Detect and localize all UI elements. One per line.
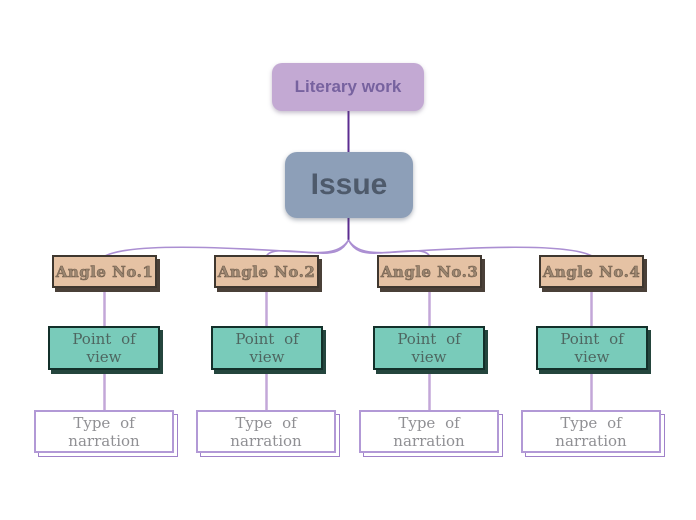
node-type-of-narration-4[interactable]: Type of narration — [521, 410, 661, 453]
node-type-of-narration-3[interactable]: Type of narration — [359, 410, 499, 453]
node-angle-4[interactable]: Angle No.4 — [539, 255, 644, 288]
node-point-of-view-2[interactable]: Point of view — [211, 326, 323, 370]
node-point-of-view-3[interactable]: Point of view — [373, 326, 485, 370]
node-type-of-narration-1[interactable]: Type of narration — [34, 410, 174, 453]
node-type-of-narration-2[interactable]: Type of narration — [196, 410, 336, 453]
node-angle-1[interactable]: Angle No.1 — [52, 255, 157, 288]
node-angle-3[interactable]: Angle No.3 — [377, 255, 482, 288]
node-angle-2[interactable]: Angle No.2 — [214, 255, 319, 288]
node-point-of-view-4[interactable]: Point of view — [536, 326, 648, 370]
node-literary-work[interactable]: Literary work — [272, 63, 424, 111]
node-issue[interactable]: Issue — [285, 152, 413, 218]
node-point-of-view-1[interactable]: Point of view — [48, 326, 160, 370]
